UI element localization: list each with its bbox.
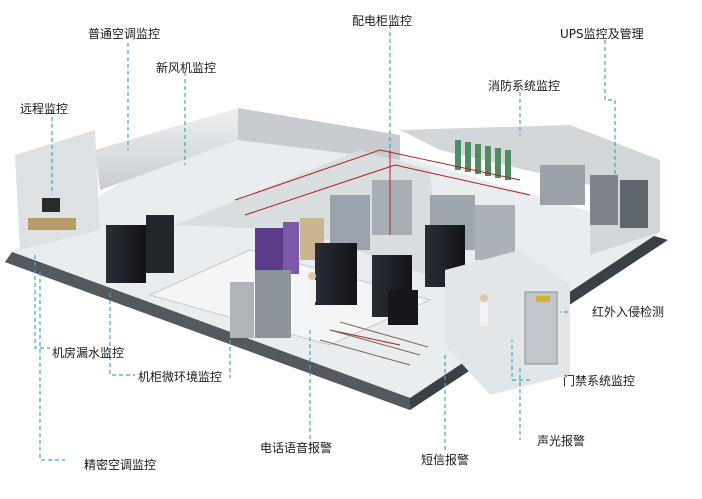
- label-ups: UPS监控及管理: [560, 27, 644, 41]
- back-wall-main: [238, 108, 400, 160]
- rack-row-grey-4: [475, 205, 515, 260]
- rack-row-grey-1: [330, 195, 370, 250]
- rack-purple-2: [283, 222, 299, 274]
- rack-row-grey-2: [372, 180, 412, 235]
- rack-dark-1: [315, 243, 357, 305]
- remote-monitor: [42, 198, 60, 212]
- label-infrared: 红外入侵检测: [592, 305, 665, 319]
- label-remote: 远程监控: [20, 102, 69, 116]
- leader-lines: [34, 25, 616, 461]
- label-access: 门禁系统监控: [563, 374, 636, 388]
- precision-ac-unit-2: [146, 215, 174, 273]
- access-door: [524, 291, 558, 365]
- floor-slab-front: [5, 252, 410, 410]
- ups-unit-2: [620, 180, 648, 228]
- person-technician: [308, 272, 316, 302]
- label-phone-alarm: 电话语音报警: [260, 441, 333, 455]
- person-visitor: [480, 294, 488, 326]
- fire-cylinders: [455, 140, 511, 180]
- remote-desk: [28, 218, 76, 230]
- infrared-sensor: [536, 296, 550, 302]
- label-precision-ac: 精密空调监控: [84, 458, 157, 472]
- ups-unit-1: [590, 175, 618, 225]
- label-fresh-air: 新风机监控: [156, 61, 217, 75]
- ups-battery: [540, 165, 585, 205]
- back-wall-left: [95, 108, 238, 190]
- label-normal-ac: 普通空调监控: [88, 27, 161, 41]
- precision-ac-unit-1: [106, 225, 146, 283]
- power-cabinet-front: [230, 282, 254, 338]
- rack-dark-4: [388, 290, 418, 325]
- label-cabinet-env: 机柜微环境监控: [138, 370, 223, 384]
- label-sms-alarm: 短信报警: [421, 453, 470, 467]
- remote-room-wall: [15, 130, 100, 250]
- label-fire: 消防系统监控: [488, 79, 561, 93]
- power-cabinet: [255, 270, 291, 338]
- cable-grid: [319, 321, 429, 366]
- label-sound-light: 声光报警: [537, 434, 586, 448]
- label-power-cabinet: 配电柜监控: [352, 14, 413, 28]
- label-water-leak: 机房漏水监控: [52, 346, 125, 360]
- alert-wiring: [234, 149, 531, 346]
